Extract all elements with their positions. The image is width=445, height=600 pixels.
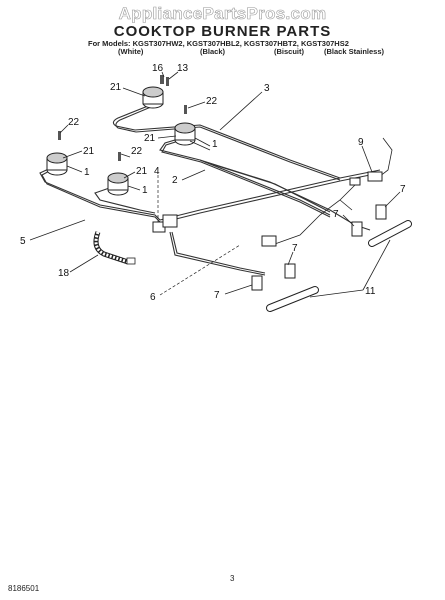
callout-22: 22 [131,146,143,157]
spark-module-wiring [261,137,393,247]
callout-21: 21 [83,146,95,157]
screws [58,75,187,161]
callout-5: 5 [20,236,26,247]
electrodes [251,204,387,291]
callout-3: 3 [264,83,270,94]
models-line: For Models: KGST307HW2, KGST307HBL2, KGS… [88,39,349,48]
burner-base-front-right [107,172,129,196]
burner-base-rear-left [142,86,164,109]
callout-21: 21 [136,166,148,177]
gas-tubes [39,101,381,276]
callout-21: 21 [110,82,122,93]
callout-7: 7 [214,290,220,301]
callout-22: 22 [68,117,80,128]
callout-16: 16 [152,63,164,74]
color-label-black: (Black) [200,47,226,56]
callout-13: 13 [177,63,189,74]
callout-11: 11 [365,286,376,297]
callout-9: 9 [358,137,364,148]
callout-7: 7 [333,209,339,220]
manifold-valve [162,214,178,228]
color-label-biscuit: (Biscuit) [274,47,304,56]
callout-7: 7 [400,184,406,195]
callout-18: 18 [58,268,70,279]
callout-21: 21 [144,133,156,144]
callout-2: 2 [172,175,178,186]
page-title: COOKTOP BURNER PARTS [113,23,332,40]
callout-1: 1 [84,167,90,178]
watermark-text: AppliancePartsPros.com [118,4,327,24]
page-number: 3 [230,574,235,583]
color-label-white: (White) [118,47,144,56]
color-label-black-stainless: (Black Stainless) [324,47,385,56]
crossover-tubes [266,220,412,312]
leader-lines [29,71,401,298]
burner-base-front-left [46,152,68,176]
callout-1: 1 [142,185,148,196]
callout-1: 1 [212,139,218,150]
flex-hose [93,231,136,265]
callout-6: 6 [150,292,156,303]
callout-labels: 16 13 21 22 3 21 1 22 21 1 22 21 1 4 2 9… [20,63,406,303]
callout-7: 7 [292,243,298,254]
callout-22: 22 [206,96,218,107]
burner-base-rear-right [174,122,196,146]
document-code: 8186501 [8,584,40,593]
callout-4: 4 [154,166,160,177]
